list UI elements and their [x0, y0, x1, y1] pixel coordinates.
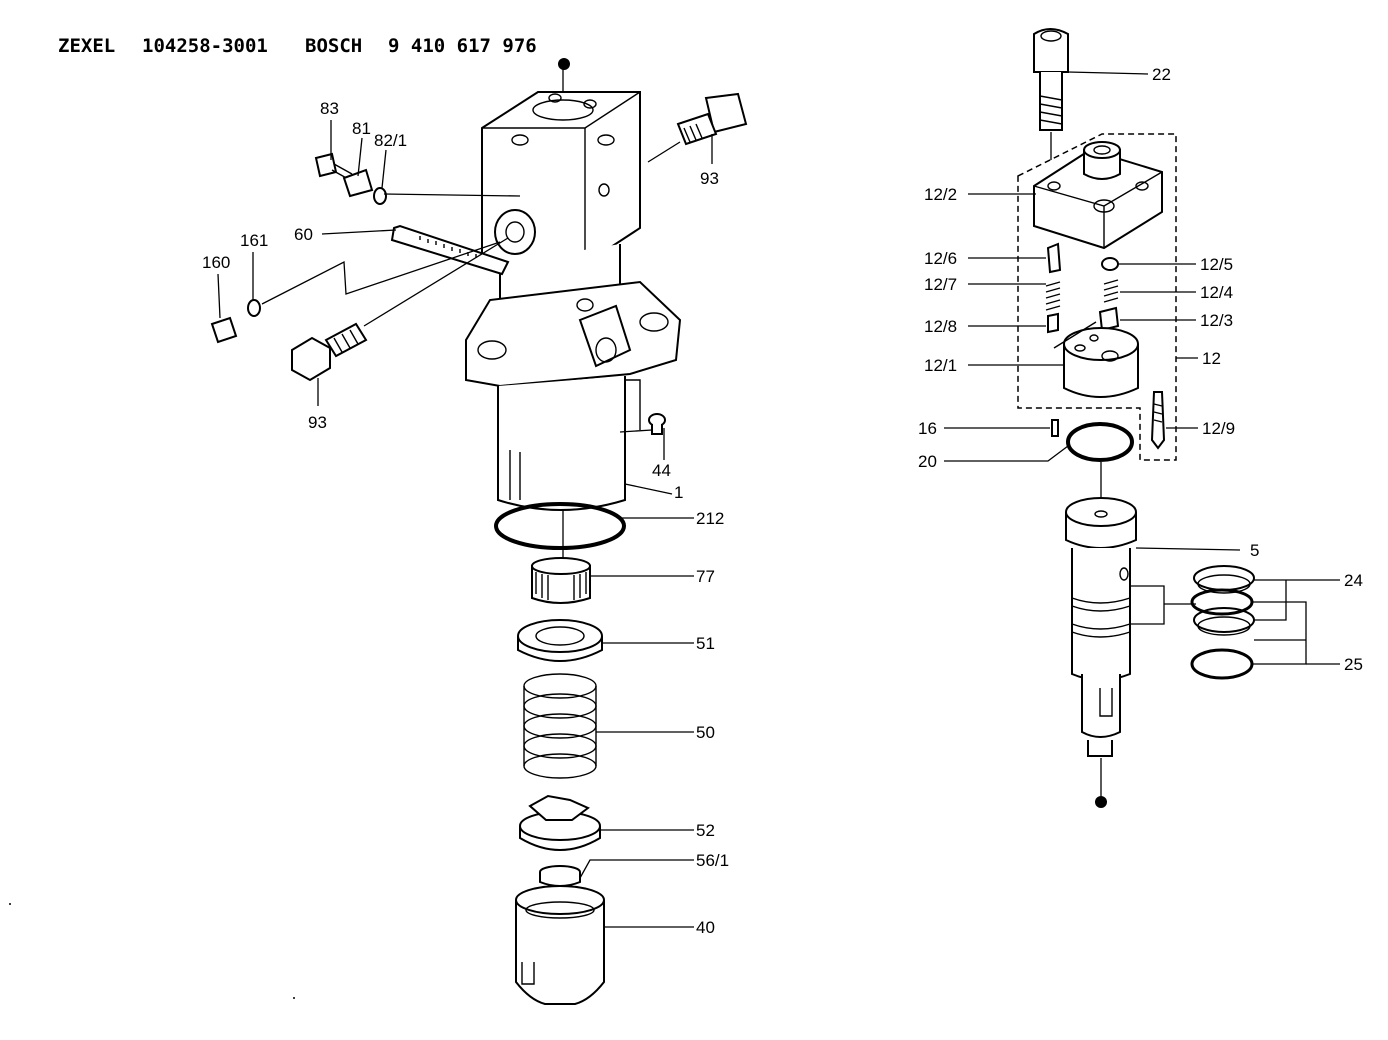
washer-161	[247, 299, 261, 317]
callout-12-7: 12/7	[924, 275, 957, 294]
washer-82-1	[373, 187, 387, 205]
callout-77: 77	[696, 567, 715, 586]
part-12-3	[1098, 306, 1120, 332]
callout-60: 60	[294, 225, 313, 244]
callout-52: 52	[696, 821, 715, 840]
callout-12-8: 12/8	[924, 317, 957, 336]
callout-12-1: 12/1	[924, 356, 957, 375]
banjo-bolt-93-top	[676, 92, 748, 146]
scan-speck	[9, 903, 11, 905]
shim-56-1	[539, 865, 581, 887]
valve-body-12-1	[1053, 321, 1139, 398]
callout-12-6: 12/6	[924, 249, 957, 268]
plunger-spring-50	[523, 673, 597, 779]
callout-44: 44	[652, 461, 671, 480]
o-ring-20	[1066, 422, 1134, 462]
header: ZEXEL 104258-3001 BOSCH 9 410 617 976	[58, 35, 537, 57]
callout-12-9: 12/9	[1202, 419, 1235, 438]
spring-12-7	[1045, 281, 1061, 311]
callout-24: 24	[1344, 571, 1363, 590]
axis-marker-bottom	[1095, 796, 1107, 808]
right-assembly	[944, 28, 1340, 808]
callout-16: 16	[918, 419, 937, 438]
ring-set-25	[1190, 588, 1254, 680]
bolt-22	[1033, 28, 1069, 160]
callout-12-2: 12/2	[924, 185, 957, 204]
valve-12-6	[1046, 242, 1062, 274]
leaders-left	[217, 120, 713, 928]
brand-zexel: ZEXEL	[58, 35, 115, 57]
screw-160	[210, 316, 238, 344]
callout-22: 22	[1152, 65, 1171, 84]
callout-12-3: 12/3	[1200, 311, 1233, 330]
callout-212: 212	[696, 509, 724, 528]
tappet-40	[515, 885, 605, 1005]
left-assembly	[210, 58, 748, 1005]
callout-51: 51	[696, 634, 715, 653]
callout-labels: 83 81 82/1 93 60 161 160 93 44 1 212 77 …	[202, 65, 1363, 937]
screw-12-9	[1150, 391, 1166, 450]
control-sleeve-77	[531, 557, 591, 604]
o-ring-212	[494, 502, 626, 550]
callout-93-top: 93	[700, 169, 719, 188]
banjo-bolt-93-bottom	[291, 322, 368, 382]
valve-12-5	[1101, 257, 1119, 271]
callout-25: 25	[1344, 655, 1363, 674]
spring-seat-52	[519, 794, 601, 851]
callout-50: 50	[696, 723, 715, 742]
callout-12-5: 12/5	[1200, 255, 1233, 274]
callout-93-bottom: 93	[308, 413, 327, 432]
callout-12: 12	[1202, 349, 1221, 368]
callout-82-1: 82/1	[374, 131, 407, 150]
screw-44	[648, 413, 666, 435]
callout-83: 83	[320, 99, 339, 118]
bosch-part-number: 9 410 617 976	[388, 35, 537, 57]
ring-set-24	[1193, 565, 1255, 636]
callout-161: 161	[240, 231, 268, 250]
axis-marker-top	[558, 58, 570, 70]
control-rack-60	[390, 224, 510, 276]
delivery-valve-holder-12-2	[1033, 141, 1163, 250]
callout-12-4: 12/4	[1200, 283, 1233, 302]
callout-1: 1	[674, 483, 683, 502]
spring-12-4	[1103, 279, 1119, 303]
callout-5: 5	[1250, 541, 1259, 560]
brand-bosch: BOSCH	[305, 35, 362, 57]
scan-speck	[293, 997, 295, 999]
callout-20: 20	[918, 452, 937, 471]
callout-81: 81	[352, 119, 371, 138]
barrel-and-plunger-5	[1065, 497, 1137, 757]
callout-56-1: 56/1	[696, 851, 729, 870]
zexel-part-number: 104258-3001	[142, 35, 268, 57]
pump-housing	[465, 91, 682, 511]
leaders-right	[944, 71, 1340, 665]
group-boundary-12	[1017, 133, 1177, 461]
callout-160: 160	[202, 253, 230, 272]
callout-40: 40	[696, 918, 715, 937]
part-12-8	[1047, 312, 1059, 334]
pin-16	[1051, 419, 1059, 437]
spring-seat-51	[517, 619, 603, 662]
